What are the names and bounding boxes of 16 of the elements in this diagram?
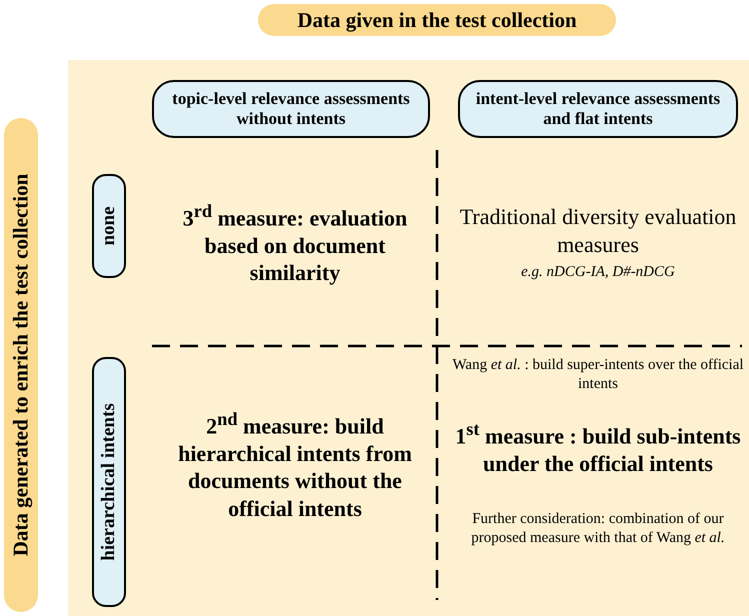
column-header-pill: topic-level relevance assessments without intents (152, 80, 430, 138)
cell-text: Traditional diversity evaluation measures (458, 203, 738, 258)
side-heading-pill (4, 118, 38, 612)
cell-text: 1$^{st}$ measure : build sub-intents under the official intents (454, 418, 742, 478)
example-note: e.g. nDCG-IA, D#-nDCG (520, 263, 676, 282)
row-header-pill (92, 174, 126, 278)
side-heading-text: Data generated to enrich the test collection (8, 174, 34, 556)
cell-text: 3$^{rd}$ measure: evaluation based on document similarity (182, 200, 408, 287)
title: Data given in the test collection (258, 4, 616, 36)
row-header-pill (92, 357, 126, 607)
row-header-text: none (98, 206, 120, 246)
row-header-text: hierarchical intents (98, 403, 120, 561)
cell-text: 2$^{nd}$ measure: build hierarchical intents from documents without the official intents (177, 408, 413, 522)
cell-note: Further consideration: combination of our proposed measure with that of Wang et al. (470, 510, 726, 548)
cell-note: Wang et al. : build super-intents over the official intents (451, 356, 745, 394)
column-header-pill: intent-level relevance assessments and flat intents (458, 80, 738, 138)
